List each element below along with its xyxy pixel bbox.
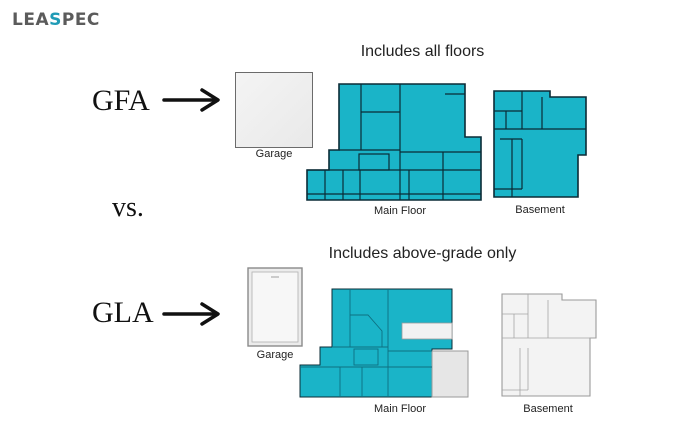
- logo-text-start: LEA: [12, 10, 50, 30]
- leaspec-logo: LEASPEC: [12, 10, 100, 30]
- gfa-arrow-icon: [162, 88, 220, 112]
- gla-main-floor-caption: Main Floor: [374, 403, 426, 415]
- gla-section-title: Includes above-grade only: [328, 245, 517, 262]
- gla-arrow-icon: [162, 302, 220, 326]
- vs-label: vs.: [112, 192, 144, 223]
- gfa-garage-plan: [235, 72, 313, 148]
- logo-text-end: PEC: [61, 10, 100, 30]
- gfa-section-title: Includes all floors: [360, 43, 485, 60]
- gla-garage-plan: [247, 267, 303, 347]
- logo-text-accent: S: [49, 10, 62, 30]
- gla-label: GLA: [92, 296, 154, 329]
- gfa-basement-plan: [493, 90, 587, 198]
- gfa-garage-caption: Garage: [255, 148, 293, 160]
- gla-basement-caption: Basement: [523, 403, 573, 415]
- gla-garage-caption: Garage: [256, 349, 294, 361]
- gla-main-floor-plan: [299, 288, 469, 398]
- gfa-basement-caption: Basement: [515, 204, 565, 216]
- gla-basement-plan: [501, 293, 597, 397]
- gfa-label: GFA: [92, 84, 150, 117]
- gfa-main-floor-plan: [306, 83, 482, 201]
- gfa-main-floor-caption: Main Floor: [374, 205, 426, 217]
